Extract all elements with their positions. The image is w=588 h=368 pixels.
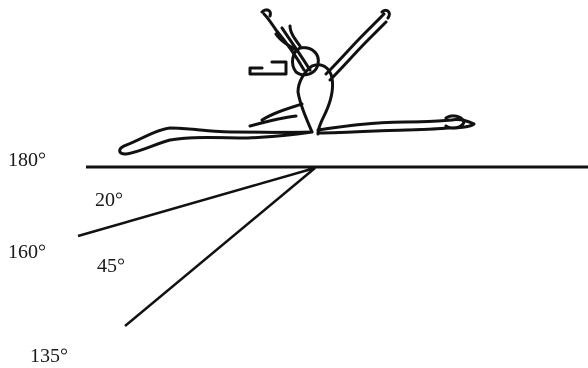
gymnast-right-arm xyxy=(326,14,386,80)
gymnast-rear-leg xyxy=(318,119,474,133)
gymnast-figure xyxy=(120,10,474,154)
label-180-degrees: 180° xyxy=(8,149,46,171)
label-135-degrees: 135° xyxy=(30,345,68,367)
label-45-degrees: 45° xyxy=(97,255,125,277)
line-135 xyxy=(125,168,315,326)
gymnast-rear-foot xyxy=(446,116,464,128)
label-160-degrees: 160° xyxy=(8,241,46,263)
gymnast-shoulder-detail xyxy=(250,62,286,74)
gymnast-front-leg xyxy=(120,128,312,154)
gymnast-body-contour xyxy=(250,104,302,126)
label-20-degrees: 20° xyxy=(95,189,123,211)
